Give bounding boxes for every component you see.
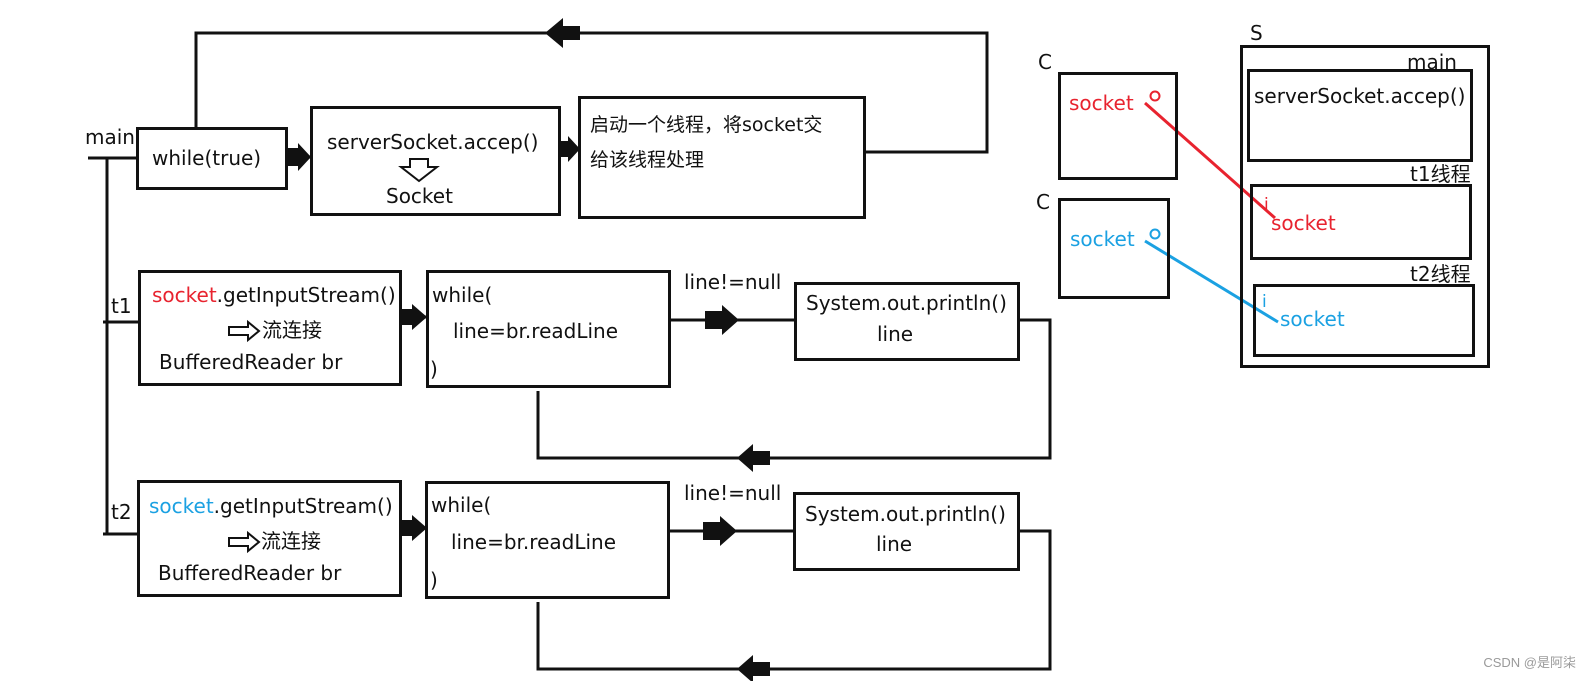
t2-socket: socket [1280, 307, 1345, 331]
accept-call-label: serverSocket.accep() [327, 130, 539, 154]
client2-label: C [1036, 190, 1050, 214]
row2-line-word: line [876, 532, 913, 556]
watermark: CSDN @是阿柒 [1483, 655, 1576, 670]
socket-result-label: Socket [386, 184, 453, 208]
while-true-label: while(true) [152, 146, 262, 170]
row2-loop-line [536, 529, 1052, 671]
t1-end-marker: i [1264, 195, 1269, 215]
server-label: S [1250, 21, 1263, 45]
row2-stream-box [137, 480, 402, 597]
row1-println: System.out.println() [806, 291, 1007, 315]
t1-socket: socket [1271, 211, 1336, 235]
main-loop-arrow [545, 18, 580, 48]
while-to-accept-arrow [288, 143, 311, 171]
row2-stream-hollow-arrow [228, 530, 261, 554]
thread-start-box [578, 96, 866, 219]
t2-label: t2 [111, 500, 132, 524]
row1-buffered-reader: BufferedReader br [159, 350, 343, 374]
row1-socket-word: socket [152, 283, 217, 307]
row2-cond-arrow [703, 516, 737, 546]
row2-stream-arrow [402, 515, 427, 541]
row2-while-close: ) [430, 568, 438, 592]
row2-loop-arrow [737, 655, 770, 681]
while-true-box [136, 127, 288, 190]
client2-port-circle [1149, 228, 1161, 240]
row1-cond-label: line!=null [684, 270, 782, 294]
client1-port-circle [1149, 90, 1161, 102]
row2-println: System.out.println() [805, 502, 1006, 526]
row2-buffered-reader: BufferedReader br [158, 561, 342, 585]
row2-stream-conn: 流连接 [261, 529, 321, 553]
client1-label: C [1038, 50, 1052, 74]
server-accept-label: serverSocket.accep() [1254, 84, 1466, 108]
client2-socket: socket [1070, 227, 1135, 251]
row2-readline: line=br.readLine [451, 530, 617, 554]
client1-box [1058, 72, 1178, 180]
row1-while-box [426, 270, 671, 388]
row1-get-input: .getInputStream() [216, 283, 396, 307]
t2-end-marker: i [1262, 292, 1267, 312]
row2-println-box [793, 492, 1020, 571]
thread-start-line2: 给该线程处理 [590, 149, 705, 171]
row1-readline: line=br.readLine [453, 319, 619, 343]
server-main-box [1247, 69, 1473, 162]
row1-stream-arrow [402, 304, 427, 330]
client2-box [1058, 198, 1170, 299]
row2-cond-label: line!=null [684, 481, 782, 505]
main-label: main [85, 125, 135, 149]
row1-stream-box [138, 270, 402, 386]
t1-thread-label: t1线程 [1410, 162, 1471, 186]
row1-cond-arrow [705, 305, 739, 335]
row2-get-input: .getInputStream() [213, 494, 393, 518]
t1-label: t1 [111, 294, 132, 318]
row1-line-word: line [877, 322, 914, 346]
t2-thread-label: t2线程 [1410, 262, 1471, 286]
row1-stream-conn: 流连接 [262, 318, 322, 342]
client1-socket: socket [1069, 91, 1134, 115]
t1-thread-box [1250, 184, 1472, 260]
row2-socket-word: socket [149, 494, 214, 518]
row1-println-box [794, 282, 1020, 361]
row1-stream-hollow-arrow [228, 319, 261, 343]
row1-while-close: ) [430, 357, 438, 381]
row1-while-open: while( [432, 283, 493, 307]
server-box [1240, 45, 1490, 368]
accept-to-thread-arrow [561, 136, 580, 162]
row1-loop-arrow [737, 444, 770, 472]
row1-loop-line [536, 318, 1052, 460]
main-loop-line [194, 31, 989, 154]
accept-down-arrow [398, 158, 440, 183]
t2-thread-box [1253, 284, 1475, 357]
accept-box [310, 106, 561, 216]
row2-stream-call: socket.getInputStream() [149, 494, 393, 518]
row1-stream-call: socket.getInputStream() [152, 283, 396, 307]
row2-while-open: while( [431, 493, 492, 517]
row2-while-box [425, 481, 670, 599]
thread-start-line1: 启动一个线程，将socket交 [590, 114, 823, 136]
client1-link-line [1144, 101, 1276, 220]
